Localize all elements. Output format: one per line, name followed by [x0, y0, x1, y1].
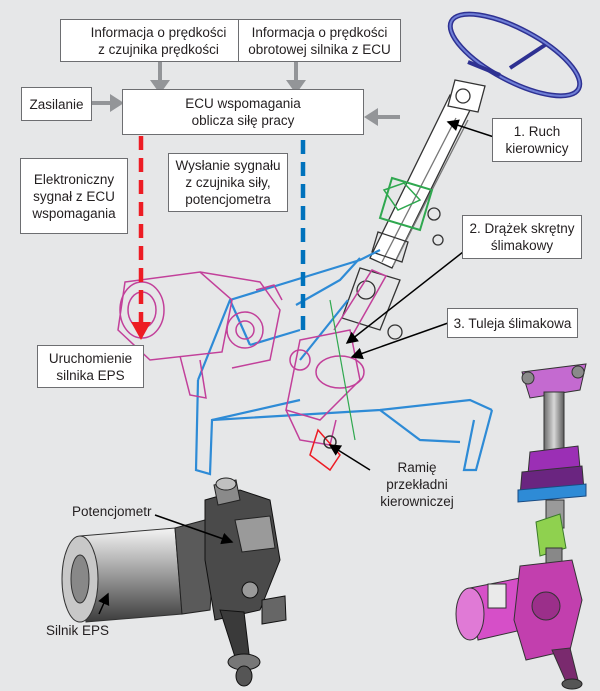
electronic-signal-box: Elektroniczny sygnał z ECU wspomagania [20, 158, 128, 234]
eps-gear-assembly [117, 271, 283, 399]
wheel-motion-box: 1. Ruch kierownicy [492, 118, 582, 162]
red-signal-arrow [131, 114, 151, 340]
speed-sensor-info-box: Informacja o prędkości z czujnika prędko… [60, 19, 257, 62]
potentiometer-label: Potencjometr [72, 504, 152, 519]
steering-column [341, 79, 486, 340]
steering-wheel [447, 11, 583, 99]
ecu-box: ECU wspomagania oblicza siłę pracy [122, 89, 364, 135]
gear-arm-label: Ramię przekładni kierowniczej [380, 460, 454, 509]
force-signal-box: Wysłanie sygnału z czujnika siły, potenc… [168, 153, 288, 212]
worm-gear-assembly [285, 269, 388, 472]
torsion-bar-box: 2. Drążek skrętny ślimakowy [462, 215, 582, 259]
motor-start-box: Uruchomienie silnika EPS [37, 345, 144, 388]
power-supply-box: Zasilanie [21, 87, 92, 121]
support-frame [194, 249, 494, 476]
flow-arrows [92, 62, 400, 126]
engine-speed-info-box: Informacja o prędkości obrotowej silnika… [238, 19, 401, 62]
eps-motor-label: Silnik EPS [46, 623, 110, 638]
steering-column-render [455, 363, 587, 690]
worm-sleeve-box: 3. Tuleja ślimakowa [447, 308, 578, 338]
callout-arrows [98, 119, 495, 615]
